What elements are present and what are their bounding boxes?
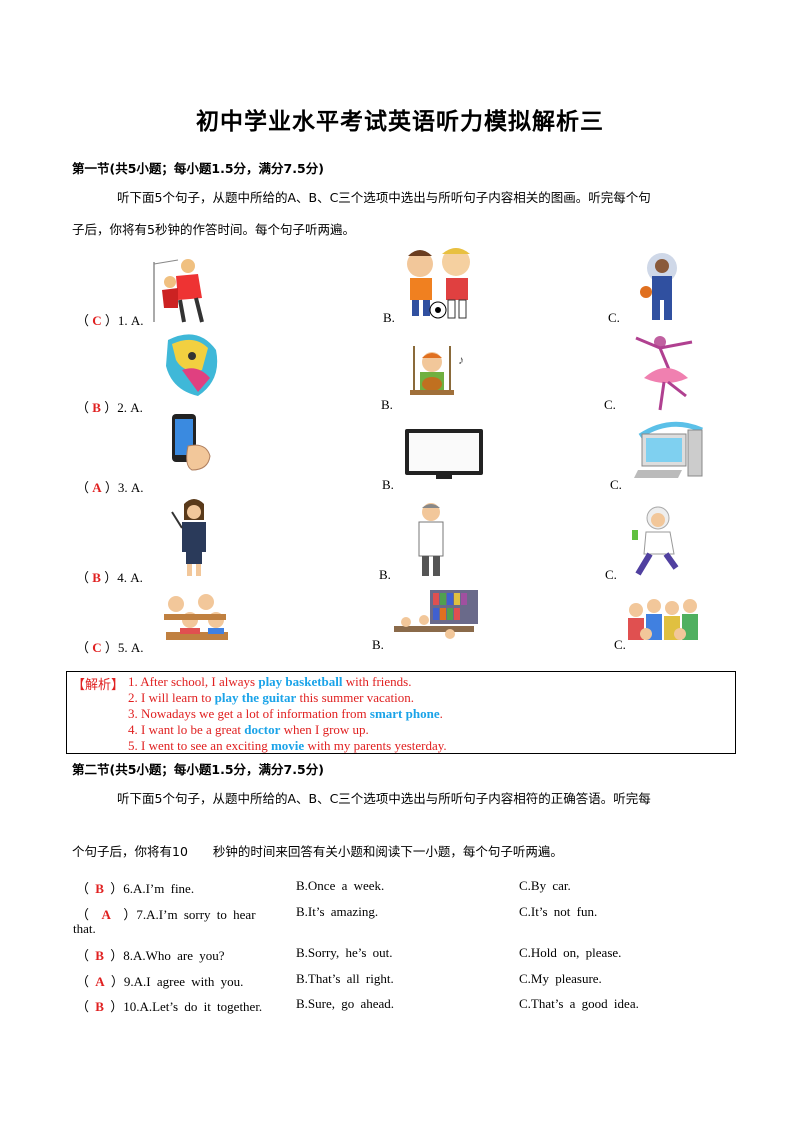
question-6: （ B ）6.A.I’m fine. (76, 881, 195, 896)
explanation-label: 【解析】 (72, 674, 124, 693)
group-of-children-image (628, 599, 698, 640)
question-2: （ B ）2. A. (76, 400, 143, 415)
option-a-cont: that. (73, 921, 96, 936)
section2-instruction-cont: 个句子后，你将有10 秒钟的时间来回答有关小题和阅读下一小题，每个句子听两遍。 (72, 844, 563, 859)
question-8: （ B ）8.A.Who are you? (76, 948, 225, 963)
ballet-dancer-image (635, 336, 693, 411)
answer: B (92, 400, 101, 415)
option-b: B.Sure, go ahead. (296, 996, 395, 1011)
question-4: （ B ）4. A. (76, 570, 143, 585)
option-b-label: B. (372, 637, 384, 652)
keyword: play basketball (258, 674, 343, 689)
option-b: B.It’s amazing. (296, 904, 379, 919)
question-9: （ A ）9.A.I agree with you. (76, 974, 244, 989)
option-a-label: 2. A. (117, 400, 143, 415)
question-10: （ B ）10.A.Let’s do it together. (76, 999, 263, 1014)
option-a-label: 5. A. (117, 640, 144, 655)
section1-instruction-cont: 子后，你将有5秒钟的作答时间。每个句子听两遍。 (72, 222, 355, 237)
option-b: B.Once a week. (296, 878, 385, 893)
question-5: （ C ）5. A. (76, 640, 144, 655)
boy-playing-guitar-image: ♪ (410, 346, 464, 395)
option-c-label: C. (605, 567, 617, 582)
option-c: C.By car. (519, 878, 571, 893)
svg-text:♪: ♪ (458, 353, 464, 367)
option-b-label: B. (381, 397, 393, 412)
answer: B (92, 570, 101, 585)
answer: B (95, 948, 104, 963)
answer: B (95, 881, 104, 896)
answer: A (101, 907, 111, 922)
option-c-label: C. (608, 310, 620, 325)
option-a-label: 1. A. (117, 313, 144, 328)
option-c-label: C. (614, 637, 626, 652)
scientist-image (632, 506, 679, 576)
option-c: C.That’s a good idea. (519, 996, 639, 1011)
classroom-students-image (164, 594, 228, 640)
answer: B (95, 999, 104, 1014)
answer: C (92, 640, 102, 655)
library-image (394, 590, 478, 639)
keyword: smart phone (369, 706, 440, 721)
option-b-label: B. (382, 477, 394, 492)
answer: A (92, 480, 102, 495)
option-c-label: C. (610, 477, 622, 492)
volleyball-players-image (153, 259, 204, 323)
section2-instruction: 听下面5个句子，从题中所给的A、B、C三个选项中选出与所听句子内容相符的正确答语… (117, 791, 651, 806)
option-c: C.It’s not fun. (519, 904, 598, 919)
explanation-line-2: 2. I will learn to play the guitar this … (128, 690, 414, 705)
smartphone-in-hand-image (172, 414, 211, 471)
section1-heading: 第一节(共5小题；每小题1.5分，满分7.5分) (72, 161, 324, 176)
section1-instruction: 听下面5个句子，从题中所给的A、B、C三个选项中选出与所听句子内容相关的图画。听… (117, 190, 651, 205)
option-b-label: B. (379, 567, 391, 582)
option-a-label: 3. A. (117, 480, 144, 495)
colorful-singer-image (166, 334, 218, 396)
answer: A (95, 974, 105, 989)
explanation-line-5: 5. I went to see an exciting movie with … (128, 738, 447, 753)
option-a-label: 4. A. (117, 570, 143, 585)
television-image (405, 429, 483, 479)
keyword: play the guitar (214, 690, 297, 705)
option-c-label: C. (604, 397, 616, 412)
keyword: movie (270, 738, 305, 753)
answer: C (92, 313, 102, 328)
keyword: doctor (244, 722, 281, 737)
option-a: 10.A.Let’s do it together. (123, 999, 263, 1014)
section2-heading: 第二节(共5小题；每小题1.5分，满分7.5分) (72, 762, 324, 777)
question-7: （ A ）7.A.I’m sorry to hear (76, 907, 256, 922)
page-title: 初中学业水平考试英语听力模拟解析三 (196, 108, 604, 135)
basketball-player-image (640, 253, 677, 320)
doctor-image (418, 503, 444, 576)
option-a: 7.A.I’m sorry to hear (136, 907, 256, 922)
option-c: C.My pleasure. (519, 971, 602, 986)
option-b: B.That’s all right. (296, 971, 394, 986)
option-b: B.Sorry, he’s out. (296, 945, 393, 960)
explanation-label-text: 【解析】 (72, 677, 125, 692)
option-a: 8.A.Who are you? (123, 948, 225, 963)
boys-soccer-image (407, 248, 470, 319)
explanation-line-3: 3. Nowadays we get a lot of information … (128, 706, 443, 721)
teacher-image (171, 499, 206, 576)
question-1: （ C ）1. A. (76, 313, 144, 328)
option-c: C.Hold on, please. (519, 945, 622, 960)
desktop-computer-image (634, 421, 704, 478)
option-b-label: B. (383, 310, 395, 325)
question-3: （ A ）3. A. (76, 480, 144, 495)
explanation-line-4: 4. I want lo be a great doctor when I gr… (128, 722, 369, 737)
option-a: 6.A.I’m fine. (123, 881, 195, 896)
explanation-box (66, 671, 736, 754)
option-a: 9.A.I agree with you. (123, 974, 244, 989)
explanation-line-1: 1. After school, I always play basketbal… (128, 674, 412, 689)
